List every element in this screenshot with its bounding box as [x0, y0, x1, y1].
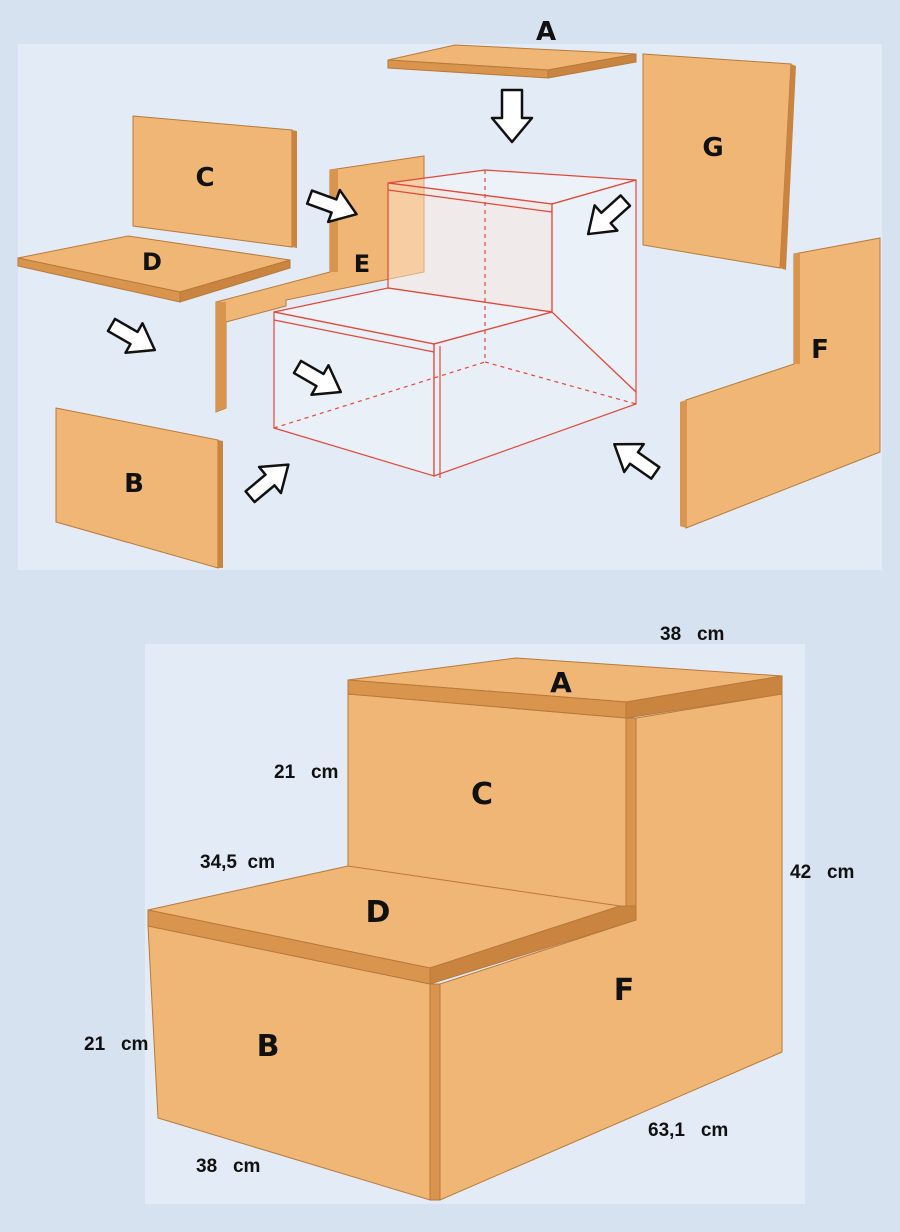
panel-c-assembled [347, 693, 637, 923]
arrow-right-icon [106, 317, 157, 354]
label-b-assembled: B [257, 1029, 280, 1064]
dim-step-depth: 34,5 cm [200, 852, 275, 873]
assembly-guide [273, 169, 637, 478]
arrow-down-left-icon [586, 194, 632, 236]
label-c: C [195, 163, 214, 193]
label-a: A [536, 17, 556, 47]
dim-front-width: 38 cm [196, 1156, 260, 1177]
dim-total-height: 42 cm [790, 862, 854, 883]
panel-a-assembled [347, 657, 783, 719]
label-d-assembled: D [366, 895, 391, 930]
panel-f [680, 237, 881, 529]
arrow-down-icon [490, 88, 534, 144]
assembled-panel-bg [145, 644, 805, 1204]
label-d: D [142, 248, 162, 276]
panel-a [387, 44, 637, 79]
label-b: B [124, 469, 144, 499]
panel-b [55, 407, 223, 569]
label-f: F [811, 335, 829, 365]
arrow-right-icon [305, 188, 358, 224]
panel-d [17, 235, 291, 303]
panel-b-assembled [147, 925, 441, 1201]
panel-f-assembled [439, 693, 783, 1201]
arrow-up-left-icon [613, 442, 661, 480]
label-f-assembled: F [614, 973, 635, 1008]
label-e: E [354, 250, 370, 278]
panel-d-assembled [147, 865, 637, 985]
label-a-assembled: A [550, 666, 572, 699]
label-c-assembled: C [471, 777, 493, 812]
dim-upper-height: 21 cm [274, 762, 338, 783]
dim-top-width: 38 cm [660, 624, 724, 645]
dim-lower-height: 21 cm [84, 1034, 148, 1055]
exploded-view: A C D E B G [17, 17, 882, 570]
panel-g [642, 53, 796, 270]
dim-total-length: 63,1 cm [648, 1120, 728, 1141]
panel-c [132, 115, 297, 248]
panel-e [215, 155, 425, 413]
arrow-right-icon [244, 463, 290, 504]
label-g: G [702, 133, 723, 163]
arrow-right-icon [292, 359, 343, 396]
